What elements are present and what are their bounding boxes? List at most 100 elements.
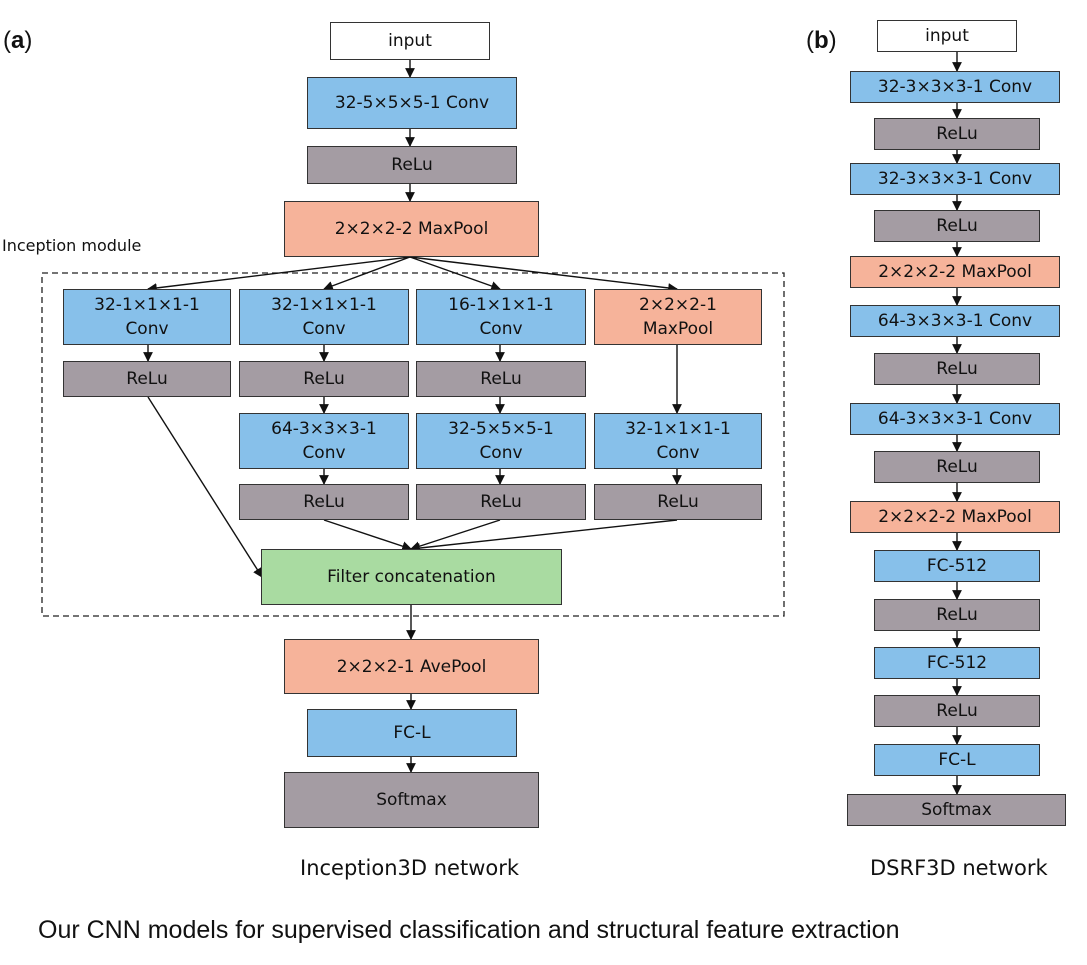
b-layer-box: 32-3×3×3-1 Conv (850, 71, 1060, 103)
a-fanout-arrow (409, 256, 678, 293)
panel-b-label: (b) (806, 27, 837, 55)
a-avepool-box: 2×2×2-1 AvePool (284, 639, 539, 694)
a-merge-arrow (147, 396, 263, 578)
b-layer-label: FC-L (938, 750, 976, 770)
b-layer-label: ReLu (936, 359, 978, 379)
b-layer-box: 2×2×2-2 MaxPool (850, 501, 1060, 533)
a-branch3-relu1-box: ReLu (416, 361, 586, 397)
a-branch4-relu-box: ReLu (594, 484, 762, 520)
a-branch3-conv-line1: 16-1×1×1-1 (448, 295, 554, 315)
b-layer-box: ReLu (874, 451, 1040, 483)
a-avepool-label: 2×2×2-1 AvePool (336, 656, 487, 677)
b-layer-box: ReLu (874, 599, 1040, 631)
a-fanout-arrow (409, 256, 501, 291)
b-layer-box: Softmax (847, 794, 1066, 826)
a-branch2-relu2-label: ReLu (303, 492, 345, 512)
a-branch2-relu1-label: ReLu (303, 369, 345, 389)
a-maxpool1-label: 2×2×2-2 MaxPool (334, 219, 489, 239)
a-conv1-label: 32-5×5×5-1 Conv (334, 93, 490, 113)
panel-b-letter: b (814, 27, 829, 54)
b-layer-label: 64-3×3×3-1 Conv (877, 311, 1033, 331)
b-layer-box: FC-512 (874, 550, 1040, 582)
a-branch4-conv-line2: Conv (656, 443, 700, 463)
a-branch2-relu1-box: ReLu (239, 361, 409, 397)
a-branch3-mid-line1: 32-5×5×5-1 (448, 419, 554, 439)
a-branch3-relu2-label: ReLu (480, 492, 522, 512)
a-softmax-box: Softmax (284, 772, 539, 828)
b-layer-label: 64-3×3×3-1 Conv (877, 409, 1033, 429)
b-layer-box: 32-3×3×3-1 Conv (850, 163, 1060, 195)
a-conv1-box: 32-5×5×5-1 Conv (307, 77, 517, 129)
a-branch4-pool-line2: MaxPool (642, 319, 714, 339)
inception-module-label: Inception module (2, 236, 142, 255)
b-layer-box: ReLu (874, 118, 1040, 150)
panel-b-open: ( (806, 27, 814, 54)
a-branch2-conv-line1: 32-1×1×1-1 (271, 295, 377, 315)
b-layer-label: ReLu (936, 216, 978, 236)
b-network-title: DSRF3D network (870, 856, 1048, 880)
b-layer-label: ReLu (936, 605, 978, 625)
a-fc-box: FC-L (307, 709, 517, 757)
a-branch1-conv-line1: 32-1×1×1-1 (94, 295, 200, 315)
a-merge-arrow (410, 519, 501, 551)
a-merge-arrow (323, 519, 412, 551)
panel-a-open: ( (3, 27, 11, 54)
figure-caption: Our CNN models for supervised classifica… (38, 916, 900, 944)
b-layer-box: input (877, 20, 1017, 52)
b-layer-box: ReLu (874, 695, 1040, 727)
a-input-label: input (388, 31, 432, 51)
a-concat-label: Filter concatenation (327, 567, 496, 587)
a-relu1-label: ReLu (391, 155, 433, 175)
a-branch4-conv-line1: 32-1×1×1-1 (625, 419, 731, 439)
b-layer-box: 64-3×3×3-1 Conv (850, 305, 1060, 337)
b-layer-label: 2×2×2-2 MaxPool (878, 507, 1032, 527)
a-merge-arrow (410, 519, 678, 553)
b-layer-box: ReLu (874, 210, 1040, 242)
b-layer-label: Softmax (921, 800, 992, 820)
panel-a-letter: a (11, 27, 25, 54)
b-layer-label: ReLu (936, 457, 978, 477)
b-layer-label: FC-512 (926, 653, 988, 673)
b-layer-label: 2×2×2-2 MaxPool (878, 262, 1032, 282)
a-branch2-relu2-box: ReLu (239, 484, 409, 520)
a-branch1-relu-box: ReLu (63, 361, 231, 397)
a-fanout-arrow (147, 256, 411, 293)
b-layer-label: 32-3×3×3-1 Conv (877, 77, 1033, 97)
b-layer-label: input (925, 26, 969, 46)
a-network-title: Inception3D network (300, 856, 520, 880)
a-branch3-mid-line2: Conv (479, 443, 523, 463)
panel-a-close: ) (24, 27, 33, 54)
a-branch3-relu2-box: ReLu (416, 484, 586, 520)
a-fc-label: FC-L (393, 723, 431, 743)
b-layer-box: FC-L (874, 744, 1040, 776)
a-branch3-conv-line2: Conv (479, 319, 523, 339)
a-relu1-box: ReLu (307, 146, 517, 184)
b-layer-label: FC-512 (926, 556, 988, 576)
b-layer-label: ReLu (936, 124, 978, 144)
a-branch1-conv-line2: Conv (125, 319, 169, 339)
a-branch2-mid-line2: Conv (302, 443, 346, 463)
a-fanout-arrow (323, 256, 411, 291)
a-softmax-label: Softmax (376, 790, 447, 810)
a-branch2-mid-line1: 64-3×3×3-1 (271, 419, 377, 439)
a-branch1-relu-label: ReLu (126, 369, 168, 389)
a-branch4-pool-line1: 2×2×2-1 (639, 295, 717, 315)
a-branch4-relu-label: ReLu (657, 492, 699, 512)
a-maxpool1-box: 2×2×2-2 MaxPool (284, 201, 539, 257)
a-branch3-relu1-label: ReLu (480, 369, 522, 389)
b-layer-label: ReLu (936, 701, 978, 721)
b-layer-box: FC-512 (874, 647, 1040, 679)
b-layer-box: 64-3×3×3-1 Conv (850, 403, 1060, 435)
a-concat-box: Filter concatenation (261, 549, 562, 605)
b-layer-label: 32-3×3×3-1 Conv (877, 169, 1033, 189)
b-layer-box: ReLu (874, 353, 1040, 385)
panel-a-label: (a) (3, 27, 32, 55)
